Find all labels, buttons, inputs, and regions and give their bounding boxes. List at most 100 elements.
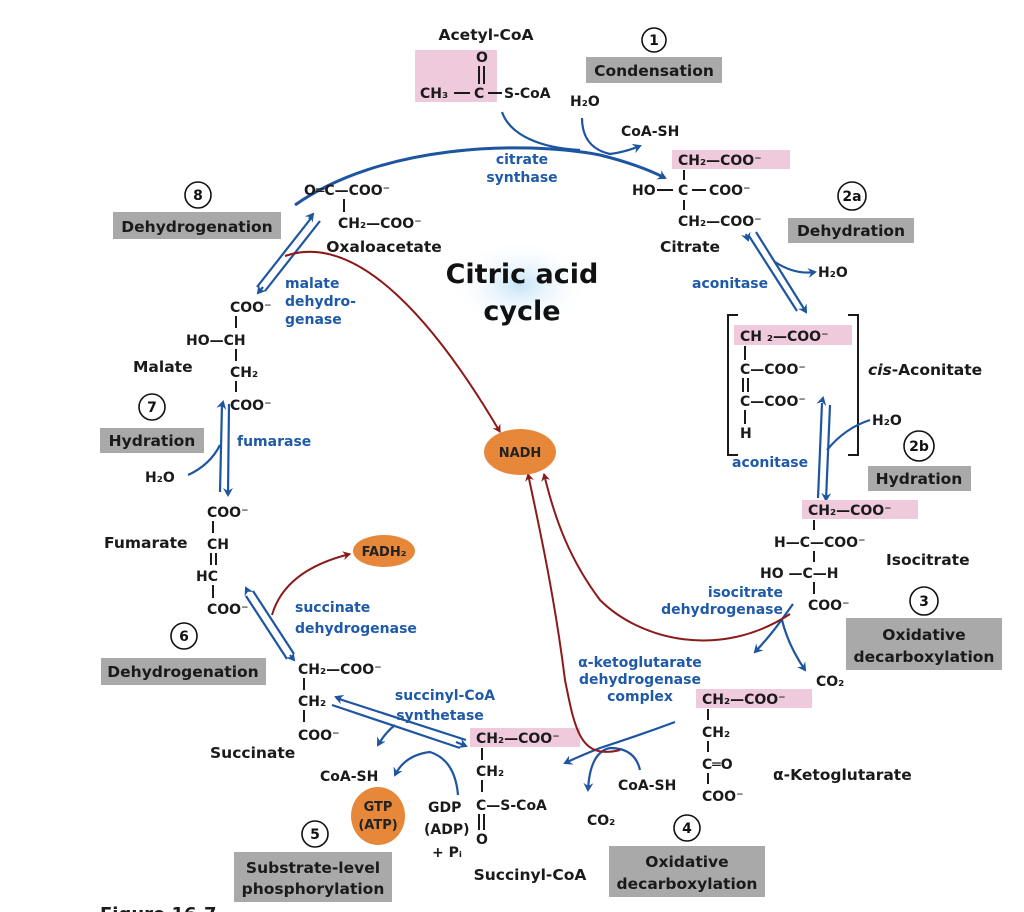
isocitrate-row4: COO⁻ [808, 598, 849, 614]
step-6-box [101, 658, 266, 685]
cycle-title-line1: Citric acid [446, 259, 599, 290]
succinyl-coa-name: Succinyl-CoA [474, 866, 587, 884]
step-5-label-1: Substrate-level [246, 859, 380, 877]
succinate-name: Succinate [210, 744, 295, 762]
step-2a-box [788, 218, 914, 243]
malate-name: Malate [133, 358, 193, 376]
cis-aconitate-name: cis-Aconitate [868, 361, 982, 379]
succinate-dh-label-1: succinate [295, 600, 370, 616]
acetyl-c: C [474, 86, 484, 102]
nadh-label: NADH [499, 446, 542, 461]
akg-dh-label-1: α-ketoglutarate [578, 655, 702, 671]
step-1-circle [641, 27, 667, 53]
gdp-label-2: (ADP) [424, 822, 470, 838]
isocitrate-row1: CH₂—COO⁻ [808, 503, 892, 519]
oxaloacetate-row2: CH₂—COO⁻ [338, 216, 422, 232]
step-2b-circle [903, 430, 935, 462]
fumarate-row2: CH [207, 537, 229, 553]
aconitase-label-2: aconitase [732, 455, 808, 471]
nadh-arrow-step8 [284, 250, 501, 433]
step-4-number: 4 [682, 821, 692, 837]
succinyl-coa-synthetase-label-1: succinyl-CoA [395, 688, 495, 704]
succinyl-coa-row1: CH₂—COO⁻ [476, 731, 560, 747]
oxaloacetate-name: Oxaloacetate [326, 238, 442, 256]
citrate-coo: COO⁻ [709, 183, 750, 199]
citrate-highlight [672, 150, 790, 169]
step-3-circle [909, 586, 939, 616]
akg-dh-label-3: complex [607, 689, 673, 705]
step-8-number: 8 [193, 188, 203, 204]
fumarate-row3: HC [196, 569, 218, 585]
citrate-c: C [678, 183, 688, 199]
fadh2-label: FADH₂ [362, 545, 407, 560]
step-1-label: Condensation [594, 62, 714, 80]
nadh-arrow-step4 [525, 473, 621, 753]
succinyl-coa-highlight [470, 728, 580, 747]
step-5-box [234, 852, 392, 902]
malate-row3: CH₂ [230, 365, 258, 381]
step-6-number: 6 [179, 629, 189, 645]
step-2b-box [868, 466, 971, 491]
bracket-right [848, 314, 859, 456]
step-2a-circle [837, 181, 867, 211]
malate-row1: COO⁻ [230, 300, 271, 316]
cis-aconitate-row2: C—COO⁻ [740, 362, 806, 378]
step-3-label-1: Oxidative [882, 626, 965, 644]
step-5-circle [301, 820, 329, 848]
akg-row1: CH₂—COO⁻ [702, 692, 786, 708]
citrate-name: Citrate [660, 238, 720, 256]
aconitase-label-1: aconitase [692, 276, 768, 292]
akg-highlight [696, 689, 812, 708]
fumarase-label: fumarase [237, 434, 311, 450]
step-2b-label: Hydration [876, 470, 963, 488]
step-7-circle [138, 393, 166, 421]
cis-aconitate-row3: C—COO⁻ [740, 394, 806, 410]
succinate-row2: CH₂ [298, 694, 326, 710]
citrate-synthase-label-2: synthase [486, 170, 557, 186]
citrate-row1: CH₂—COO⁻ [678, 153, 762, 169]
citrate-synthase-arrow [294, 146, 667, 207]
bracket-left [727, 314, 738, 456]
step-8-box [113, 212, 281, 239]
coash-step4: CoA-SH [618, 778, 676, 794]
fumarate-row4: COO⁻ [207, 602, 248, 618]
cycle-title-line2: cycle [483, 296, 560, 327]
gtp-oval [351, 787, 405, 845]
step-1-box [586, 57, 722, 83]
succinyl-coa-synthetase-label-2: synthetase [396, 708, 484, 724]
akg-row2: CH₂ [702, 725, 730, 741]
isocitrate-name: Isocitrate [886, 551, 970, 569]
step-3-box [846, 618, 1002, 670]
cis-aconitate-row1: CH ₂—COO⁻ [740, 329, 828, 345]
step-5-label-2: phosphorylation [242, 880, 385, 898]
step-4-label-1: Oxidative [645, 853, 728, 871]
oxaloacetate-row1: O═C—COO⁻ [304, 183, 390, 199]
coash-step5: CoA-SH [320, 769, 378, 785]
gdp-label-3: + Pᵢ [432, 845, 462, 861]
step-2a-number: 2a [842, 189, 861, 205]
akg-dh-label-2: dehydrogenase [579, 672, 701, 688]
fumarate-row1: COO⁻ [207, 505, 248, 521]
succinate-dh-label-2: dehydrogenase [295, 621, 417, 637]
coash-step1: CoA-SH [621, 124, 679, 140]
citrate-synthase-label-1: citrate [496, 152, 548, 168]
akg-name: α-Ketoglutarate [773, 766, 912, 784]
gtp-label-1: GTP [364, 800, 393, 815]
step-8-label: Dehydrogenation [121, 218, 272, 236]
succinyl-coa-row2: CH₂ [476, 764, 504, 780]
isocitrate-row2: H—C—COO⁻ [774, 535, 865, 551]
step-7-box [100, 428, 204, 453]
malate-row4: COO⁻ [230, 398, 271, 414]
h2o-step2b: H₂O [872, 413, 902, 429]
isocitrate-dh-label-1: isocitrate [708, 585, 783, 601]
title-glow [450, 240, 590, 330]
gtp-label-2: (ATP) [358, 818, 397, 833]
acetyl-scoa: S-CoA [504, 86, 551, 102]
cis-aconitate-row4: H [740, 426, 752, 442]
step-7-label: Hydration [109, 432, 196, 450]
step-2b-number: 2b [909, 439, 929, 455]
nadh-oval [484, 429, 556, 475]
step-3-number: 3 [919, 594, 929, 610]
succinate-row1: CH₂—COO⁻ [298, 662, 382, 678]
h2o-step1: H₂O [570, 94, 600, 110]
